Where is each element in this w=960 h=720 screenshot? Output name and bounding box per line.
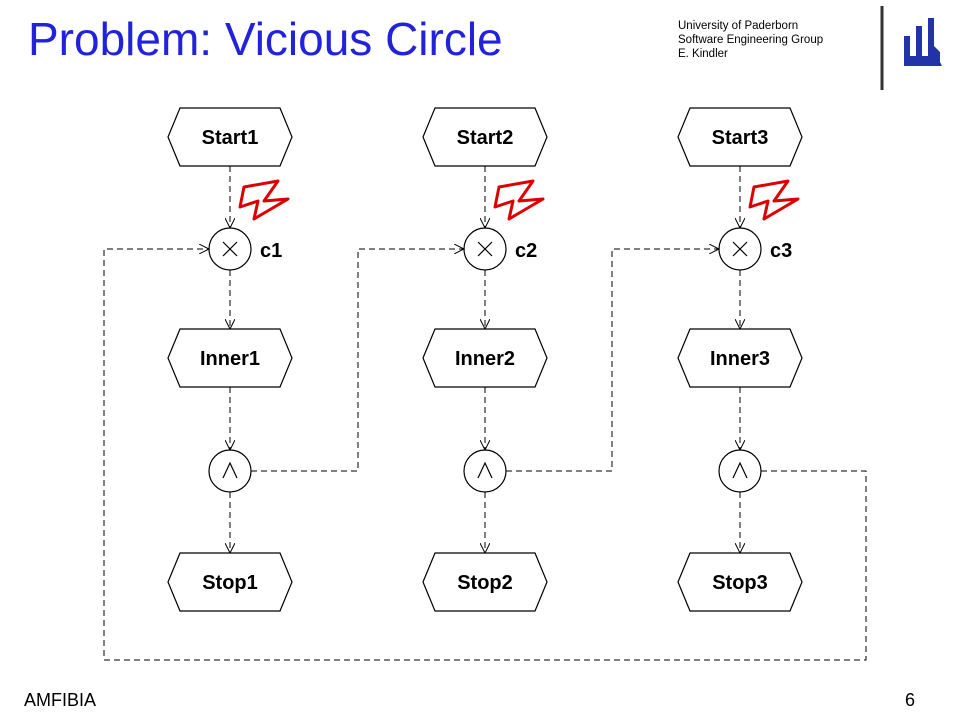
lightning-icon-2 xyxy=(493,179,545,221)
inner2-node-shape xyxy=(422,328,548,388)
inner2-node-label: Inner2 xyxy=(455,348,515,370)
condition-label-c3: c3 xyxy=(770,240,792,262)
stop1-node-shape xyxy=(167,552,293,612)
arc-and1-to-c2 xyxy=(251,249,464,472)
start3-node-shape xyxy=(677,107,803,167)
start2-node-shape xyxy=(422,107,548,167)
page-title: Problem: Vicious Circle xyxy=(28,13,503,65)
stop2-node-label: Stop2 xyxy=(457,572,513,594)
university-logo-icon xyxy=(880,6,942,90)
and-connector-3 xyxy=(718,449,762,493)
condition-label-c2: c2 xyxy=(515,240,537,262)
and-symbol-2 xyxy=(477,461,493,479)
footer-title: AMFIBIA xyxy=(24,690,97,710)
start2-node-label: Start2 xyxy=(457,127,514,149)
start1-node-shape xyxy=(167,107,293,167)
affiliation-group: Software Engineering Group xyxy=(678,34,824,46)
condition-label-c1: c1 xyxy=(260,240,282,262)
lightning-icon-1 xyxy=(238,179,290,221)
and-connector-2 xyxy=(463,449,507,493)
xor-symbol-2b xyxy=(477,241,493,257)
affiliation-university: University of Paderborn xyxy=(678,20,799,32)
stop3-node-label: Stop3 xyxy=(712,572,768,594)
xor-symbol-3b xyxy=(732,241,748,257)
stop3-node-shape xyxy=(677,552,803,612)
and-symbol-1 xyxy=(222,461,238,479)
start3-node-label: Start3 xyxy=(712,127,769,149)
and-connector-1 xyxy=(208,449,252,493)
inner3-node-label: Inner3 xyxy=(710,348,770,370)
start1-node-label: Start1 xyxy=(202,127,259,149)
affiliation-author: E. Kindler xyxy=(678,48,728,60)
stop2-node-shape xyxy=(422,552,548,612)
xor-symbol-1b xyxy=(222,241,238,257)
and-symbol-3 xyxy=(732,461,748,479)
inner3-node-shape xyxy=(677,328,803,388)
affiliation: University of Paderborn Software Enginee… xyxy=(678,19,823,61)
arc-and3-to-c1 xyxy=(103,249,867,661)
lightning-icon-3 xyxy=(748,179,800,221)
arc-and2-to-c3 xyxy=(506,249,719,472)
page-number: 6 xyxy=(905,690,916,710)
inner1-node-label: Inner1 xyxy=(200,348,260,370)
inner1-node-shape xyxy=(167,328,293,388)
stop1-node-label: Stop1 xyxy=(202,572,258,594)
